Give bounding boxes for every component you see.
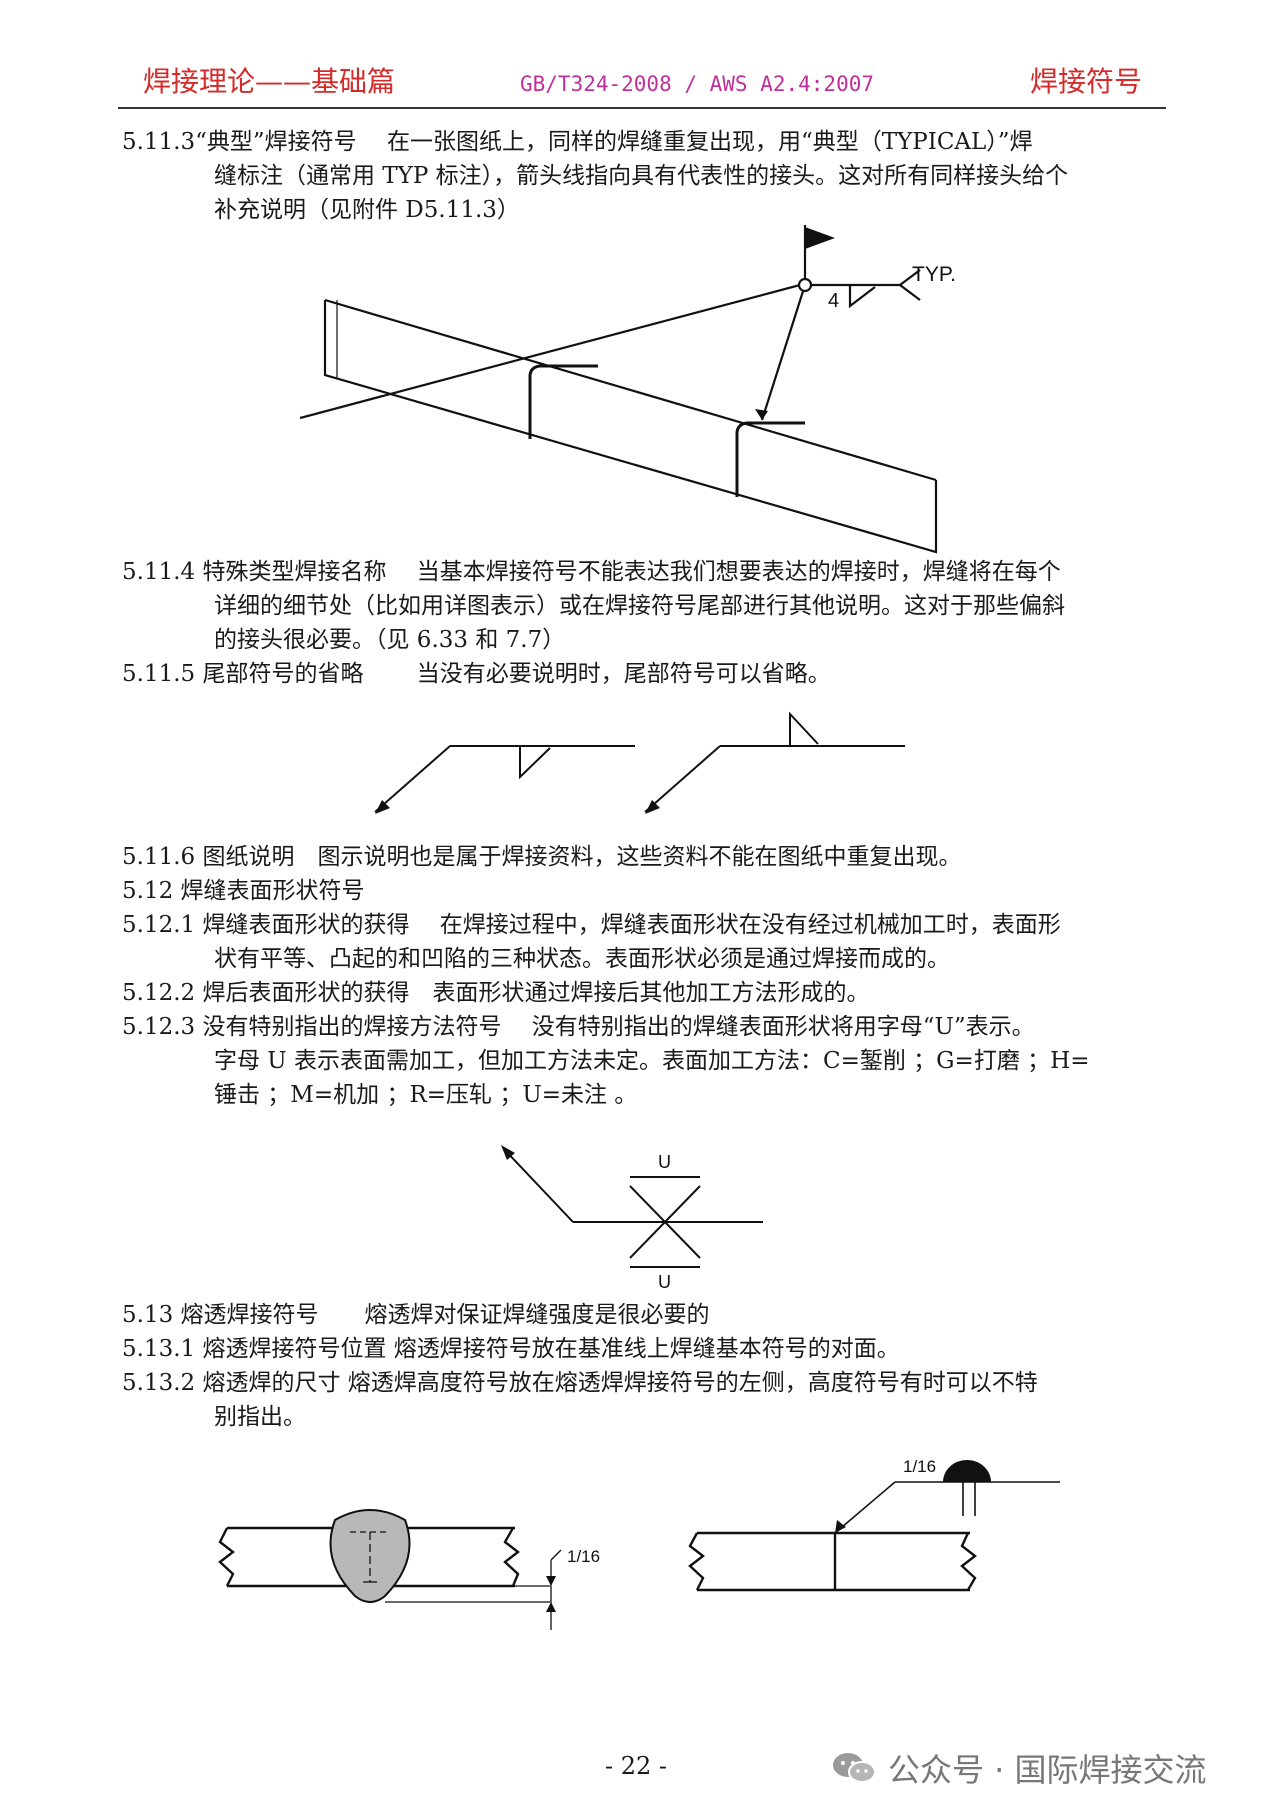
flag-icon — [805, 227, 835, 249]
text-line: 状有平等、凸起的和凹陷的三种状态。表面形状必须是通过焊接而成的。 — [214, 946, 950, 972]
section-5-12-1: 5.12.1 焊缝表面形状的获得 在焊接过程中，焊缝表面形状在没有经过机械加工时… — [122, 908, 1164, 976]
text-line: 5.12.1 焊缝表面形状的获得 在焊接过程中，焊缝表面形状在没有经过机械加工时… — [122, 912, 1061, 938]
header-rule — [118, 107, 1166, 109]
watermark-text: 公众号 · 国际焊接交流 — [888, 1751, 1207, 1789]
u-bottom-label: U — [658, 1272, 671, 1290]
text-line: 5.12.2 焊后表面形状的获得 表面形状通过焊接后其他加工方法形成的。 — [122, 980, 870, 1006]
text-line: 5.12 焊缝表面形状符号 — [122, 878, 365, 904]
section-5-12-3: 5.12.3 没有特别指出的焊接方法符号 没有特别指出的焊缝表面形状将用字母“U… — [122, 1010, 1164, 1112]
tail-omission-drawing — [374, 711, 905, 814]
section-5-11-6: 5.11.6 图纸说明 图示说明也是属于焊接资料，这些资料不能在图纸中重复出现。 — [122, 840, 1164, 874]
height-dim-label: 1/16 — [567, 1547, 600, 1566]
u-top-label: U — [658, 1152, 671, 1172]
arrowhead-icon — [501, 1145, 515, 1160]
section-5-11-5: 5.11.5 尾部符号的省略 当没有必要说明时，尾部符号可以省略。 — [122, 657, 1164, 691]
section-5-11-4: 5.11.4 特殊类型焊接名称 当基本焊接符号不能表达我们想要表达的焊接时，焊缝… — [122, 555, 1164, 657]
text-line: 5.11.4 特殊类型焊接名称 当基本焊接符号不能表达我们想要表达的焊接时，焊缝… — [122, 559, 1061, 585]
text-line: 补充说明（见附件 D5.11.3） — [214, 197, 520, 223]
height-dim-label: 1/16 — [903, 1457, 936, 1476]
text-line: 5.12.3 没有特别指出的焊接方法符号 没有特别指出的焊缝表面形状将用字母“U… — [122, 1014, 1035, 1040]
header-title-right: 焊接符号 — [1029, 65, 1142, 98]
section-5-12: 5.12 焊缝表面形状符号 — [122, 874, 1164, 908]
text-line: 5.11.3“典型”焊接符号 在一张图纸上，同样的焊缝重复出现，用“典型（TYP… — [122, 129, 1033, 155]
text-line: 的接头很必要。（见 6.33 和 7.7） — [214, 627, 566, 653]
arrowhead-icon — [835, 1520, 846, 1533]
header-standard: GB/T324-2008 / AWS A2.4:2007 — [520, 72, 875, 96]
text-line: 5.13.1 熔透焊接符号位置 熔透焊接符号放在基准线上焊缝基本符号的对面。 — [122, 1336, 900, 1362]
melt-through-symbol-drawing: 1/16 — [688, 1457, 1060, 1592]
header-title-left: 焊接理论——基础篇 — [143, 65, 396, 98]
arrowhead-icon — [755, 409, 768, 420]
text-line: 详细的细节处（比如用详图表示）或在焊接符号尾部进行其他说明。这对于那些偏斜 — [214, 593, 1065, 619]
text-line: 5.13 熔透焊接符号 熔透焊对保证焊缝强度是很必要的 — [122, 1302, 710, 1328]
text-line: 5.11.5 尾部符号的省略 当没有必要说明时，尾部符号可以省略。 — [122, 661, 831, 687]
typ-tail-label: TYP. — [912, 263, 956, 286]
section-5-12-2: 5.12.2 焊后表面形状的获得 表面形状通过焊接后其他加工方法形成的。 — [122, 976, 1164, 1010]
typical-weld-drawing: 4 TYP. — [300, 225, 956, 554]
wechat-icon — [833, 1753, 876, 1783]
text-line: 5.13.2 熔透焊的尺寸 熔透焊高度符号放在熔透焊焊接符号的左侧，高度符号有时… — [122, 1370, 1038, 1396]
text-line: 别指出。 — [214, 1404, 306, 1430]
watermark: 公众号 · 国际焊接交流 — [830, 1745, 1207, 1791]
text-line: 锤击 ；M=机加 ；R=压轧 ；U=未注 。 — [214, 1082, 638, 1108]
figure-typical-weld: 4 TYP. — [300, 225, 980, 565]
text-line: 字母 U 表示表面需加工，但加工方法未定。表面加工方法：C=錾削 ；G=打磨 ；… — [214, 1048, 1090, 1074]
section-5-13: 5.13 熔透焊接符号 熔透焊对保证焊缝强度是很必要的 — [122, 1298, 1164, 1332]
figure-u-symbol: U U — [495, 1140, 775, 1290]
page-number: - 22 - — [605, 1752, 668, 1780]
arrowhead-icon — [645, 800, 660, 814]
text-line: 5.11.6 图纸说明 图示说明也是属于焊接资料，这些资料不能在图纸中重复出现。 — [122, 844, 962, 870]
u-symbol-drawing: U U — [501, 1145, 763, 1290]
figure-melt-through-section: 1/16 — [215, 1490, 615, 1640]
section-5-11-3: 5.11.3“典型”焊接符号 在一张图纸上，同样的焊缝重复出现，用“典型（TYP… — [122, 125, 1164, 227]
arrowhead-icon — [375, 800, 390, 814]
melt-through-section-drawing: 1/16 — [218, 1509, 600, 1630]
section-5-13-2: 5.13.2 熔透焊的尺寸 熔透焊高度符号放在熔透焊焊接符号的左侧，高度符号有时… — [122, 1366, 1164, 1434]
melt-through-symbol-icon — [943, 1460, 991, 1482]
figure-tail-omission — [370, 700, 910, 830]
text-line: 缝标注（通常用 TYP 标注），箭头线指向具有代表性的接头。这对所有同样接头给个 — [214, 163, 1069, 189]
section-5-13-1: 5.13.1 熔透焊接符号位置 熔透焊接符号放在基准线上焊缝基本符号的对面。 — [122, 1332, 1164, 1366]
weld-size-label: 4 — [828, 290, 839, 312]
figure-melt-through-symbol: 1/16 — [685, 1438, 1065, 1618]
